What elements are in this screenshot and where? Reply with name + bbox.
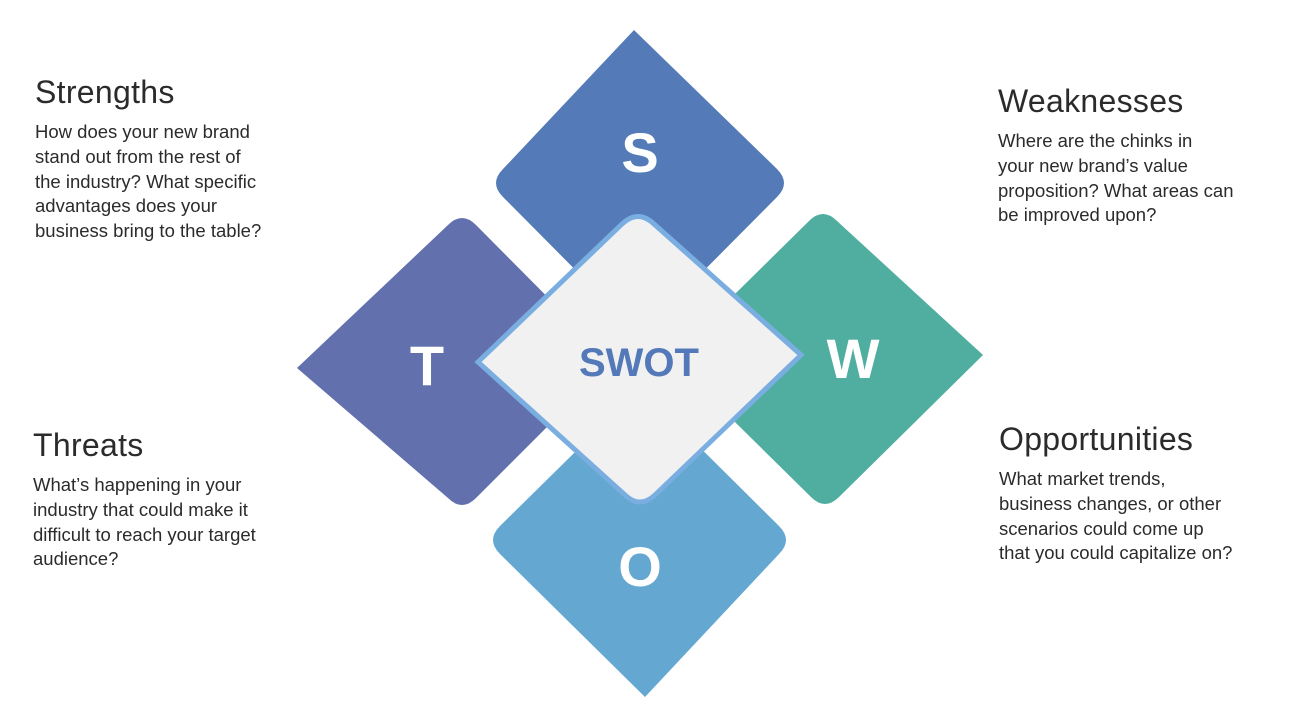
strengths-line: business bring to the table? — [35, 220, 262, 242]
strengths-section: Strengths How does your new brand stand … — [35, 72, 305, 244]
strengths-diamond: S — [496, 30, 784, 335]
threats-line: audience? — [33, 548, 119, 570]
opportunities-title: Opportunities — [999, 421, 1194, 457]
threats-letter: T — [410, 334, 444, 397]
strengths-line: stand out from the rest of — [35, 145, 241, 167]
strengths-letter: S — [621, 121, 658, 184]
opportunities-line: scenarios could come up — [999, 517, 1204, 539]
weaknesses-line: proposition? What areas can — [998, 179, 1234, 201]
opportunities-line: that you could capitalize on? — [999, 542, 1233, 564]
threats-diamond-shape — [297, 218, 612, 505]
threats-line: industry that could make it — [33, 498, 248, 520]
weaknesses-line: be improved upon? — [998, 204, 1157, 226]
opportunities-section: Opportunities What market trends, busine… — [999, 419, 1269, 566]
strengths-diamond-shape — [496, 30, 784, 335]
weaknesses-diamond-shape — [670, 214, 983, 504]
strengths-line: the industry? What specific — [35, 170, 257, 192]
strengths-line: advantages does your — [35, 195, 218, 217]
strengths-description: How does your new brand stand out from t… — [35, 120, 305, 244]
threats-title: Threats — [33, 427, 144, 463]
weaknesses-title: Weaknesses — [998, 83, 1184, 119]
opportunities-diamond: O — [493, 388, 786, 697]
threats-section: Threats What’s happening in your industr… — [33, 425, 303, 572]
opportunities-description: What market trends, business changes, or… — [999, 467, 1269, 566]
center-label: SWOT — [579, 341, 699, 385]
center-diamond-shape — [474, 214, 805, 505]
center-diamond: SWOT — [474, 214, 805, 505]
opportunities-letter: O — [618, 535, 662, 598]
strengths-line: How does your new brand — [35, 121, 250, 142]
weaknesses-diamond: W — [670, 214, 983, 504]
threats-line: difficult to reach your target — [33, 523, 256, 545]
weaknesses-section: Weaknesses Where are the chinks in your … — [998, 81, 1268, 228]
threats-line: What’s happening in your — [33, 474, 242, 495]
opportunities-line: business changes, or other — [999, 492, 1222, 514]
strengths-title: Strengths — [35, 74, 175, 110]
weaknesses-line: your new brand’s value — [998, 154, 1188, 176]
weaknesses-description: Where are the chinks in your new brand’s… — [998, 129, 1268, 228]
weaknesses-letter: W — [827, 327, 880, 390]
opportunities-diamond-shape — [493, 388, 786, 697]
weaknesses-line: Where are the chinks in — [998, 130, 1193, 151]
threats-description: What’s happening in your industry that c… — [33, 473, 303, 572]
threats-diamond: T — [297, 218, 612, 505]
opportunities-line: What market trends, — [999, 468, 1166, 489]
